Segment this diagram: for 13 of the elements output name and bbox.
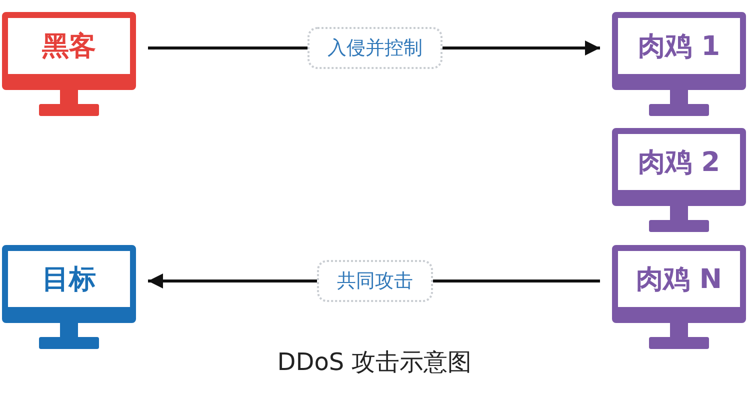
node-label: 黑客	[42, 30, 96, 64]
caption: DDoS 攻击示意图	[276, 347, 473, 378]
monitor	[2, 245, 136, 349]
edge-label: 入侵并控制	[308, 27, 442, 69]
monitor	[2, 12, 136, 116]
monitor	[612, 12, 746, 116]
monitor	[612, 245, 746, 349]
edge-label: 共同攻击	[317, 260, 433, 302]
node-label: 肉鸡 2	[638, 146, 720, 180]
node-label: 目标	[42, 263, 96, 297]
node-label: 肉鸡 1	[638, 30, 720, 64]
monitor	[612, 128, 746, 232]
node-label: 肉鸡 N	[636, 263, 722, 297]
